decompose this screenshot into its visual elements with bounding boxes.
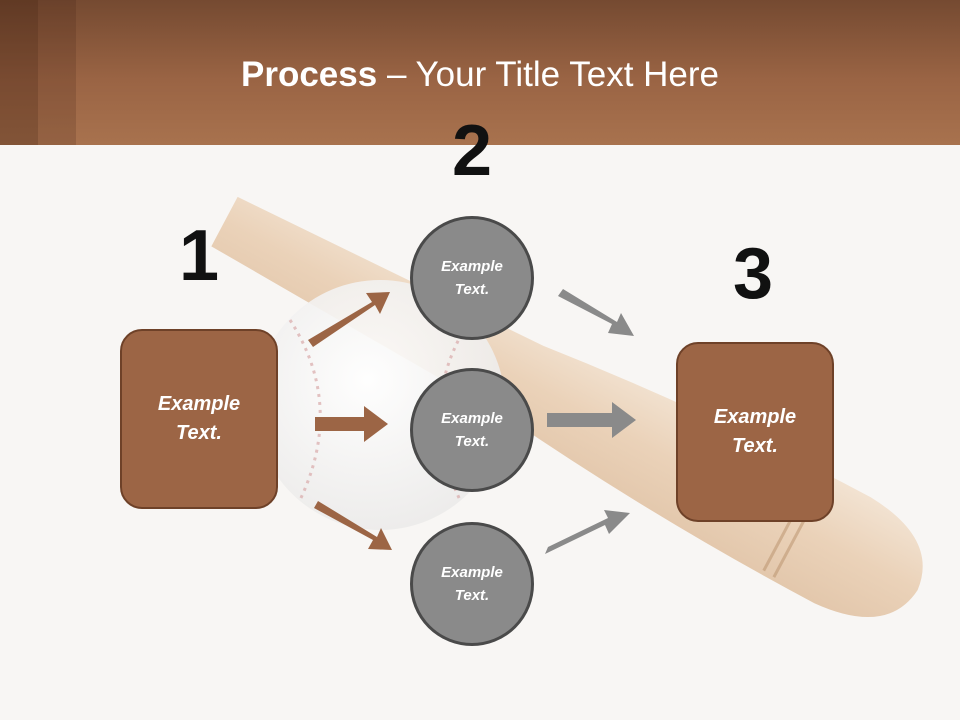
arrow-gray-down bbox=[558, 289, 634, 336]
step-1-line1: Example bbox=[157, 393, 241, 415]
header-stripe bbox=[38, 0, 76, 145]
circle-middle-line2: Text. bbox=[454, 433, 490, 450]
header-stripe bbox=[0, 0, 38, 145]
title-bold: Process bbox=[241, 55, 378, 94]
step-3-line1: Example bbox=[713, 406, 797, 428]
circle-middle-line1: Example bbox=[441, 410, 503, 427]
arrow-brown-down bbox=[314, 501, 392, 550]
step-number-2: 2 bbox=[451, 111, 493, 191]
arrow-brown-up bbox=[308, 292, 390, 347]
arrow-gray-up bbox=[545, 510, 630, 554]
arrow-gray-right bbox=[547, 402, 636, 438]
circle-bottom-line2: Text. bbox=[454, 587, 490, 604]
circle-top-line2: Text. bbox=[454, 281, 490, 298]
step-3-line2: Text. bbox=[732, 435, 778, 457]
slide-title[interactable]: Process – Your Title Text Here bbox=[0, 52, 960, 98]
title-rest: – Your Title Text Here bbox=[377, 55, 719, 94]
circle-bottom-line1: Example bbox=[441, 564, 503, 581]
arrow-brown-right bbox=[315, 406, 388, 442]
step-number-3: 3 bbox=[732, 234, 774, 314]
title-bar bbox=[0, 0, 960, 145]
circle-top-line1: Example bbox=[441, 258, 503, 275]
step-number-1: 1 bbox=[178, 216, 220, 296]
step-1-line2: Text. bbox=[176, 422, 222, 444]
